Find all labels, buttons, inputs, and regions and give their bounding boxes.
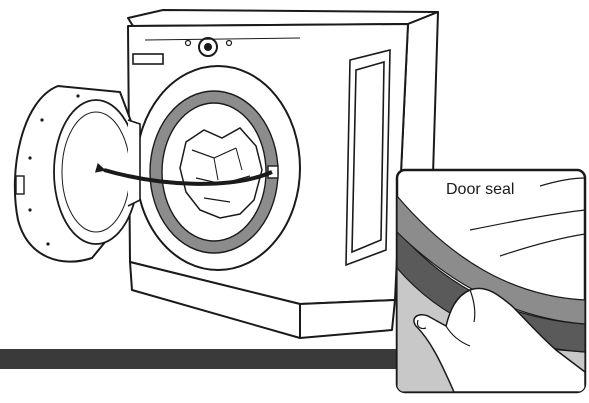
inset-detail: Door seal	[397, 170, 585, 392]
drum-opening	[136, 66, 300, 270]
door-hinge	[128, 120, 140, 206]
indicator-light-right	[227, 41, 232, 46]
door-handle	[16, 176, 24, 194]
indicator-light-left	[186, 41, 191, 46]
floor-baseline	[0, 349, 400, 369]
inset-label: Door seal	[446, 181, 514, 198]
pedestal-side	[300, 300, 395, 338]
door-glass	[54, 100, 138, 244]
detergent-drawer	[133, 54, 163, 64]
